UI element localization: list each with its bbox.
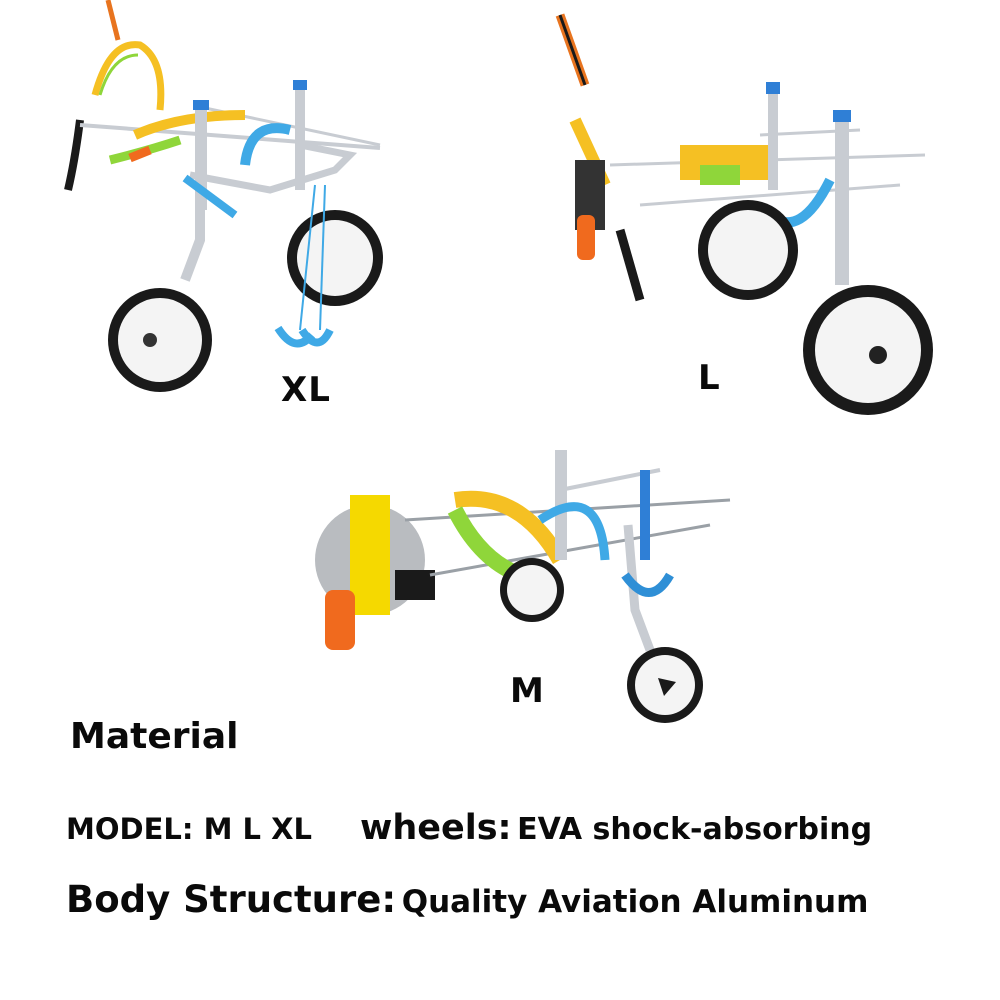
material-heading: Material: [70, 716, 239, 757]
body-spec: Body Structure: Quality Aviation Aluminu…: [66, 878, 868, 921]
wheels-key: wheels:: [360, 808, 512, 848]
model-spec: MODEL: M L XL: [66, 812, 312, 846]
l-wheelchair-image: [550, 10, 950, 430]
size-label-m: M: [510, 671, 545, 711]
wheels-value: EVA shock-absorbing: [517, 812, 873, 847]
wheels-spec: wheels: EVA shock-absorbing: [360, 808, 872, 848]
body-key: Body Structure:: [66, 878, 397, 921]
model-key: MODEL:: [66, 812, 194, 846]
body-value: Quality Aviation Aluminum: [401, 884, 869, 920]
model-value: M L XL: [203, 812, 312, 846]
size-label-l: L: [698, 358, 721, 398]
m-wheelchair-image: [300, 445, 740, 735]
xl-wheelchair-image: [50, 0, 400, 420]
size-label-xl: XL: [281, 370, 331, 410]
